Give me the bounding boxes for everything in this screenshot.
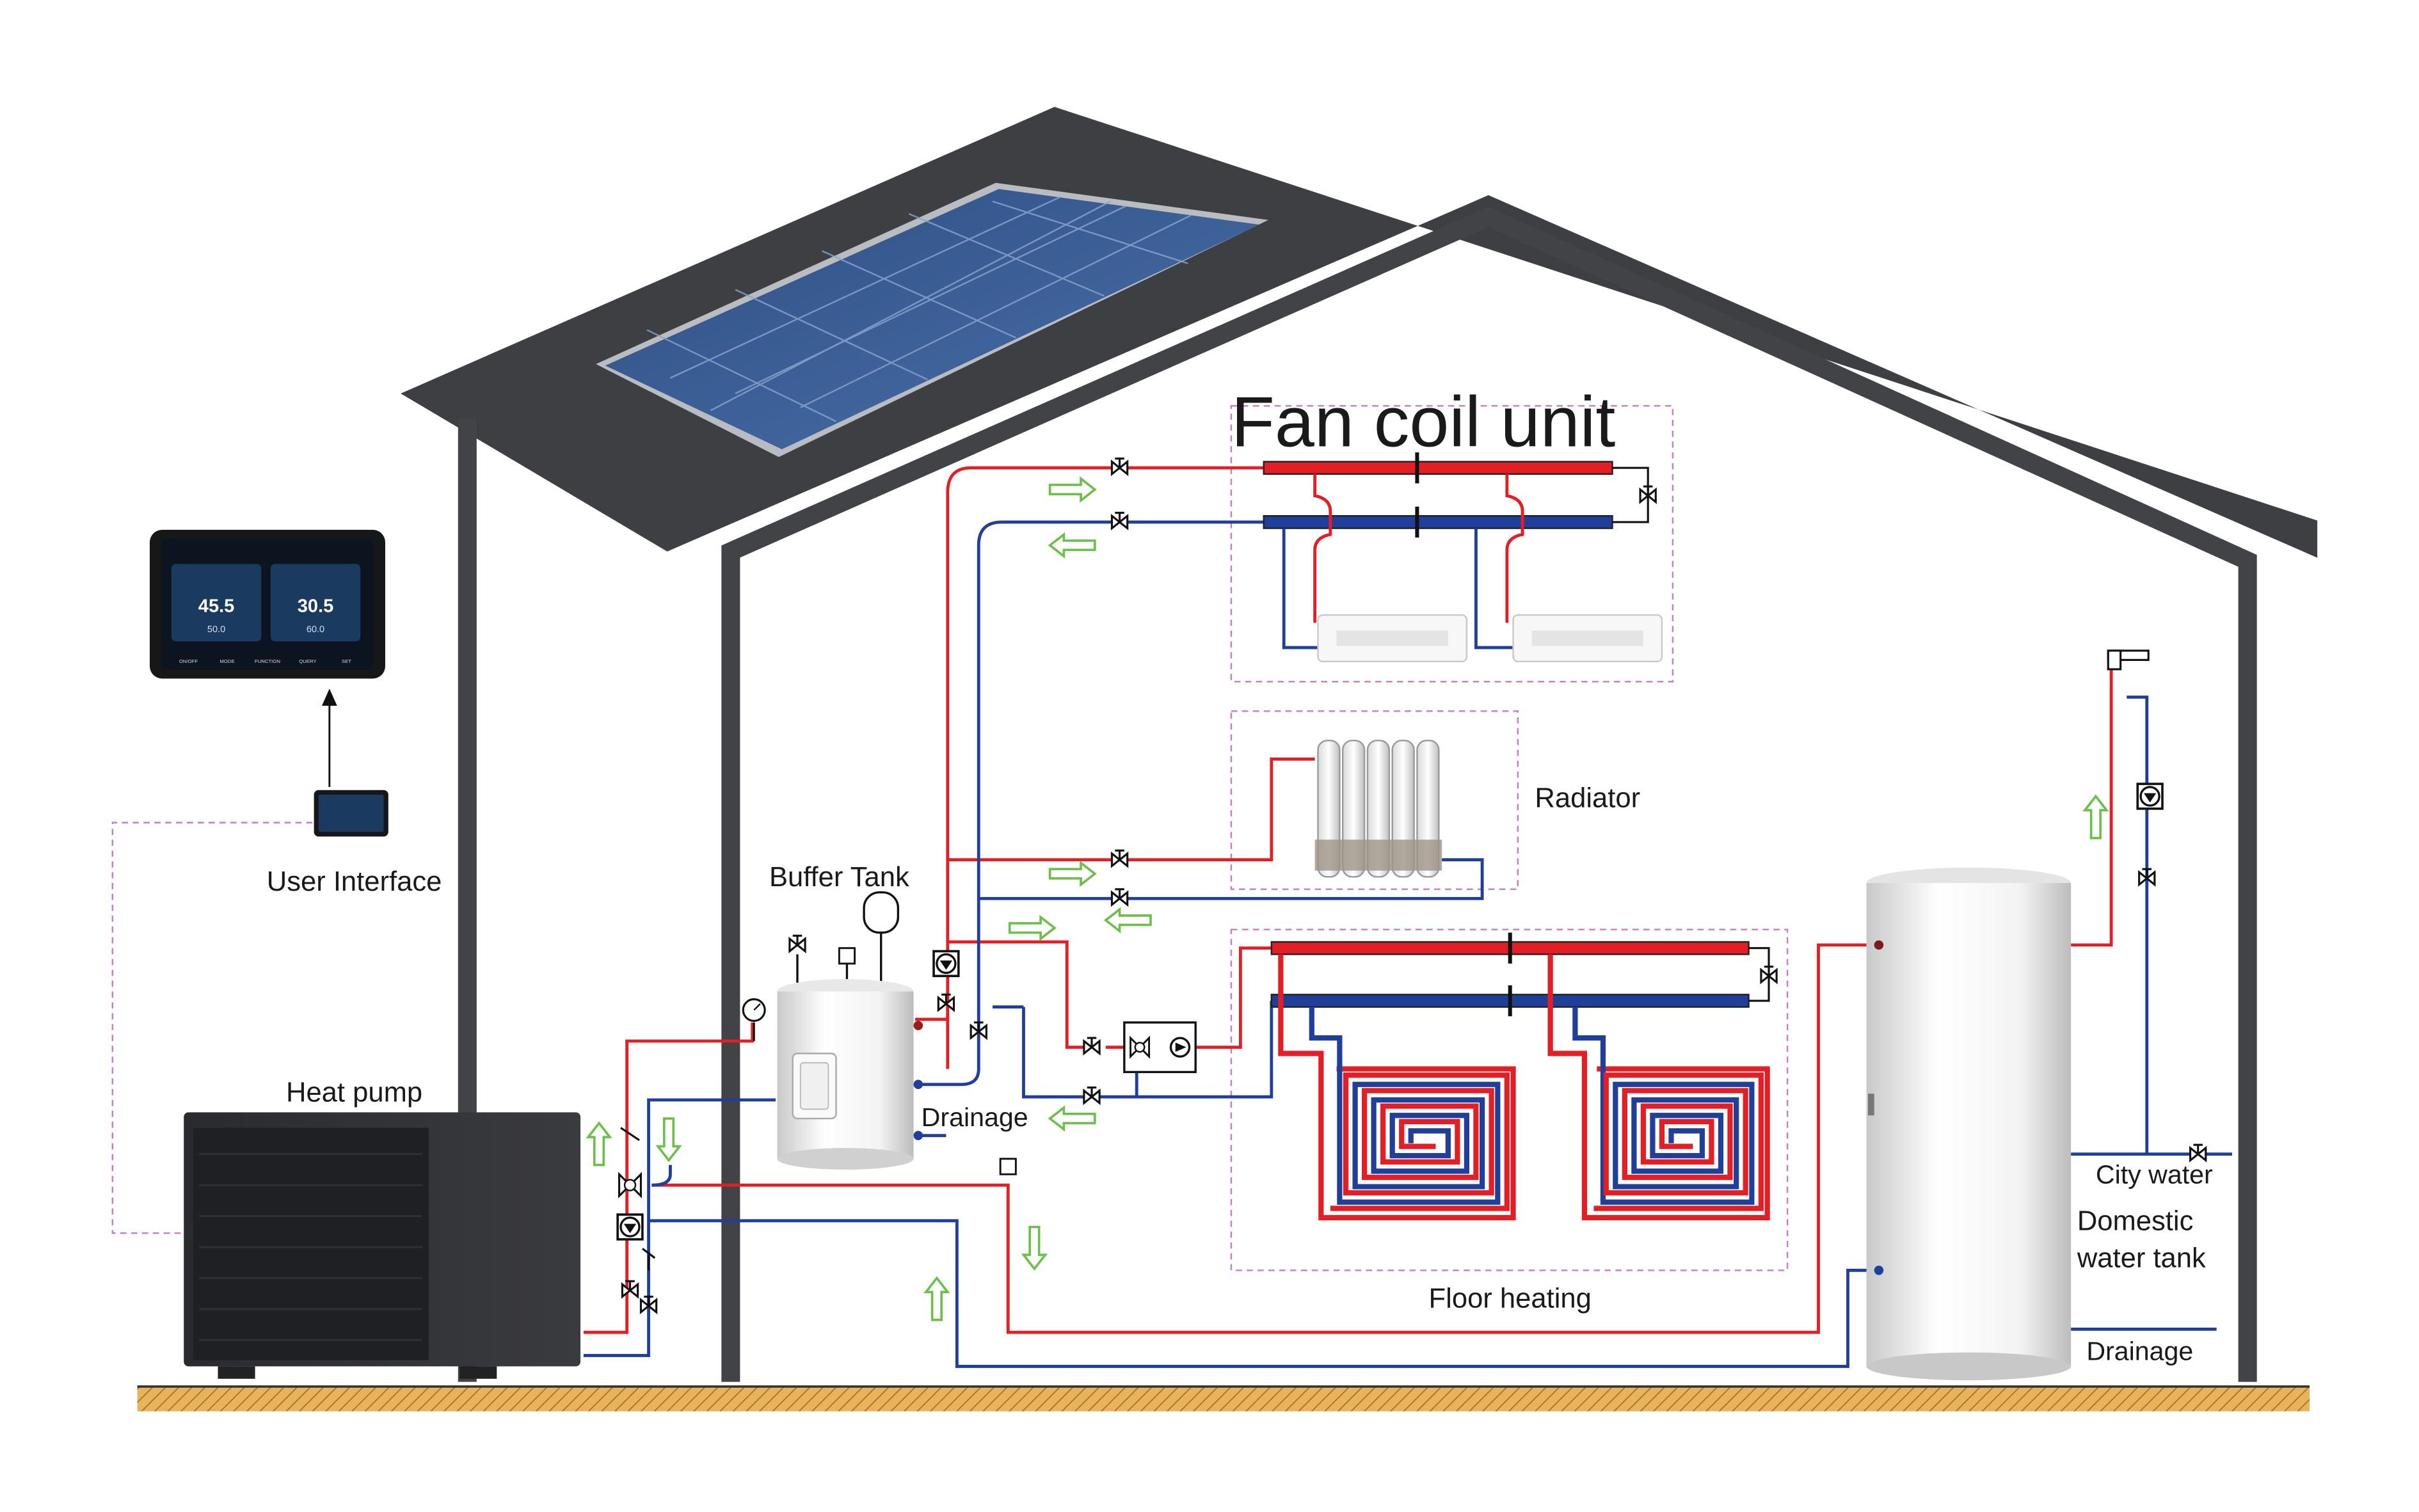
controller-button-label: QUERY <box>299 658 316 664</box>
green-arrow-icon <box>1048 1105 1096 1132</box>
valve-icon <box>1110 888 1129 906</box>
radiator-box <box>1230 710 1519 890</box>
controller-large: 45.5 50.0 30.5 60.0 ON/OFF MODE FUNCTION… <box>149 530 385 679</box>
floor-heating-label: Floor heating <box>1429 1283 1592 1314</box>
fan-coil-box <box>1230 405 1674 683</box>
controller-left-temp: 45.5 <box>198 596 235 616</box>
controller-button-label: FUNCTION <box>255 658 280 664</box>
fan-coil-unit: Fan coil unit <box>1231 381 1663 663</box>
buffer-tank-label: Buffer Tank <box>769 862 909 893</box>
green-arrow-icon <box>1048 476 1097 503</box>
floor-heating: Floor heating <box>1270 932 1778 1314</box>
mixing-station <box>1123 1021 1197 1074</box>
controller-small <box>314 790 388 837</box>
fan-coil-indoor-unit <box>1512 614 1663 663</box>
green-arrow-icon <box>655 1117 682 1163</box>
pump-icon <box>616 1213 644 1241</box>
valve-icon <box>1083 1037 1101 1054</box>
controller-arrow <box>321 688 337 787</box>
valve-icon <box>1083 1086 1101 1104</box>
green-arrow-icon <box>923 1276 950 1321</box>
domestic-water-tank: Domestic water tank Drainage City water <box>1866 867 2213 1381</box>
heat-pump: Heat pump <box>184 1077 581 1379</box>
fan-coil-return-manifold <box>1263 515 1613 529</box>
expansion-vessel-icon <box>863 891 900 985</box>
fan-coil-supply-manifold <box>1263 461 1613 475</box>
supply-pipes <box>583 466 2113 1334</box>
fan-coil-indoor-unit <box>1317 614 1468 663</box>
pressure-gauge-icon <box>742 998 766 1041</box>
return-pipes <box>583 520 2232 1368</box>
domestic-tank-label-line2: water tank <box>2077 1243 2206 1273</box>
controller-button-label: SET <box>342 658 351 664</box>
floor-heating-box <box>1230 928 1789 1271</box>
valve-icon <box>1110 458 1129 475</box>
green-arrow-icon <box>586 1121 612 1166</box>
controller-right-temp: 30.5 <box>298 596 334 616</box>
controller-button-label: ON/OFF <box>179 658 198 664</box>
faucet-icon <box>2107 649 2150 671</box>
valve-icon <box>2189 1143 2207 1161</box>
controller-left-sub: 50.0 <box>207 625 225 635</box>
house-outline <box>458 207 2257 1382</box>
user-interface-label: User Interface <box>267 866 442 897</box>
controller-right-sub: 60.0 <box>307 625 324 635</box>
heat-pump-fittings <box>616 1127 1017 1271</box>
green-arrow-icon <box>1048 860 1097 887</box>
green-arrow-icon <box>1103 907 1152 934</box>
fan-coil-unit-label: Fan coil unit <box>1231 381 1615 461</box>
pump-icon <box>932 950 960 978</box>
drainage-tank-label: Drainage <box>2086 1337 2193 1366</box>
valve-icon <box>1110 849 1129 867</box>
domestic-tank-label-line1: Domestic <box>2077 1206 2194 1236</box>
green-arrow-icon <box>1008 914 1057 941</box>
city-water-label: City water <box>2096 1160 2213 1190</box>
buffer-tank: Buffer Tank Drainage <box>742 862 1028 1170</box>
dashed-boxes <box>111 405 1789 1271</box>
green-arrow-icons <box>586 476 2109 1321</box>
green-arrow-icon <box>1021 1225 1048 1271</box>
ui-signal-line <box>111 822 324 1234</box>
green-arrow-icon <box>2082 794 2109 840</box>
valve-icon <box>621 1280 639 1298</box>
controller-button-label: MODE <box>220 658 234 664</box>
drainage-buffer-label: Drainage <box>922 1102 1028 1132</box>
radiator: Radiator <box>1314 740 1640 878</box>
roof <box>401 107 2318 558</box>
valve-icon <box>1110 511 1129 530</box>
radiator-label: Radiator <box>1535 783 1640 813</box>
pump-icon <box>2136 783 2164 810</box>
pump-icon <box>1169 1037 1191 1058</box>
valve-icon <box>788 934 806 953</box>
green-arrow-icon <box>1048 532 1096 559</box>
heat-pump-label: Heat pump <box>286 1077 422 1108</box>
solar-panel-icon <box>596 182 1269 458</box>
ground <box>137 1386 2310 1412</box>
